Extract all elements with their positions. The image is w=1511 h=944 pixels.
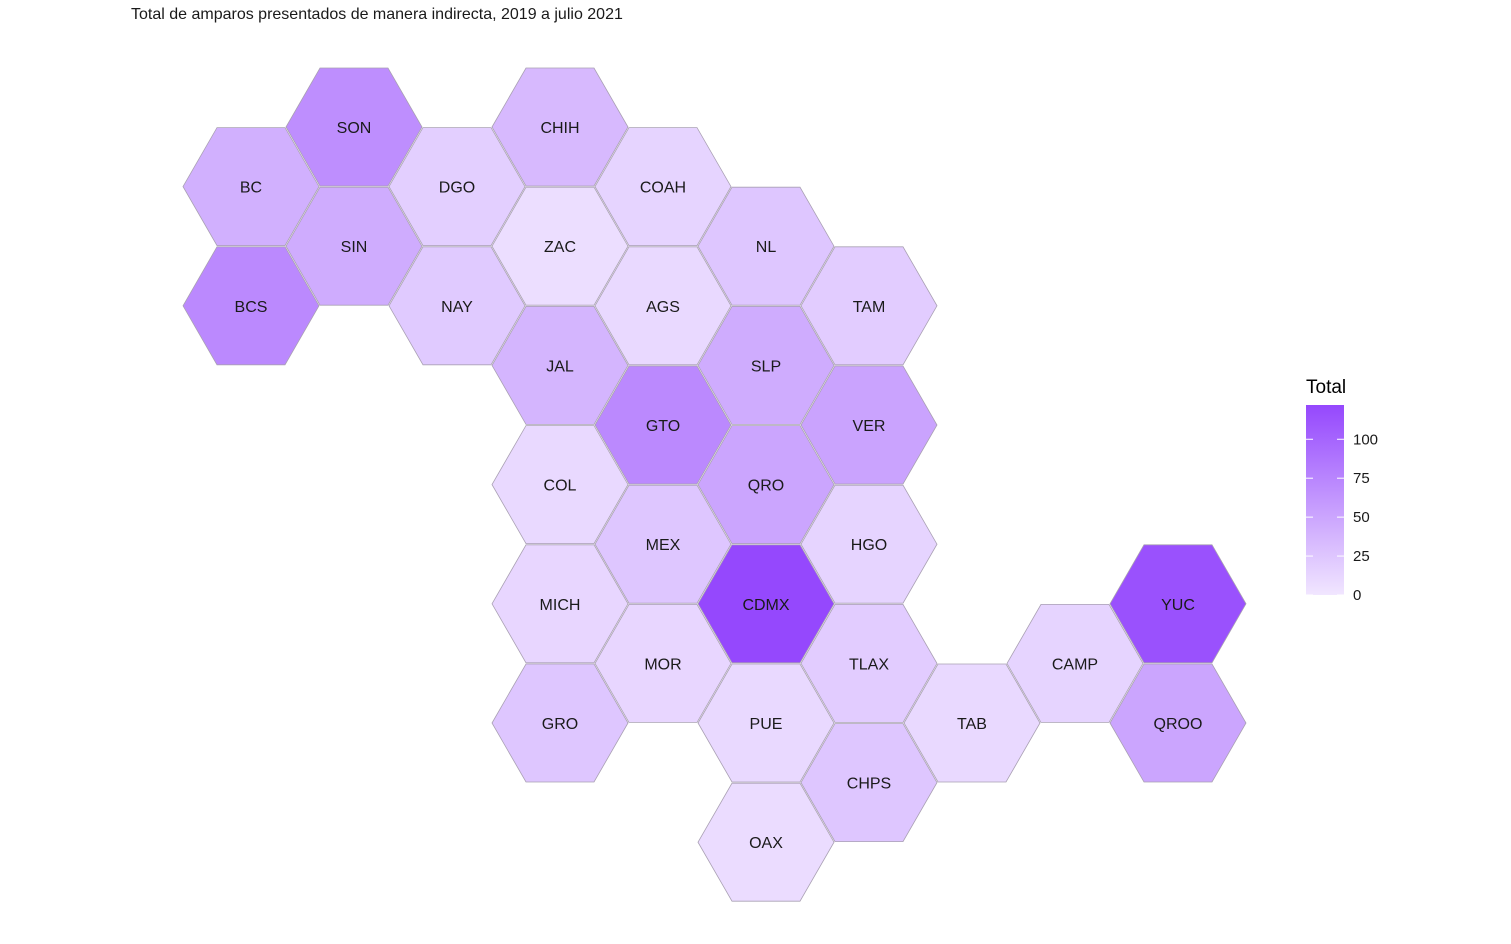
legend-tick-label: 50 xyxy=(1353,509,1370,526)
hex-label-hgo: HGO xyxy=(851,537,887,554)
legend-tick-label: 0 xyxy=(1353,587,1361,604)
hex-label-bcs: BCS xyxy=(235,299,268,316)
hex-label-sin: SIN xyxy=(341,239,368,256)
hex-oax xyxy=(697,782,835,902)
hex-sin xyxy=(285,186,423,306)
hex-label-ags: AGS xyxy=(646,299,680,316)
hex-label-mex: MEX xyxy=(646,537,681,554)
hex-label-gto: GTO xyxy=(646,418,680,435)
hex-tab xyxy=(903,663,1041,783)
hex-label-oax: OAX xyxy=(749,835,783,852)
hex-label-mich: MICH xyxy=(540,597,581,614)
chart-title: Total de amparos presentados de manera i… xyxy=(131,6,623,23)
hex-label-yuc: YUC xyxy=(1161,597,1195,614)
hex-col xyxy=(491,425,629,544)
legend-tick-label: 100 xyxy=(1353,431,1378,448)
hex-nl xyxy=(697,186,835,306)
hex-mich xyxy=(491,544,629,664)
hex-label-nay: NAY xyxy=(441,299,473,316)
legend-ticks: 0 25 50 75 100 xyxy=(1306,431,1378,604)
hex-label-qroo: QROO xyxy=(1154,716,1203,733)
hex-tlax xyxy=(800,604,938,723)
legend-title: Total xyxy=(1306,377,1346,398)
hex-yuc xyxy=(1109,544,1247,664)
hex-son xyxy=(285,67,423,187)
hex-qroo xyxy=(1109,663,1247,783)
hex-label-jal: JAL xyxy=(546,358,574,375)
hex-slp xyxy=(697,305,835,425)
hex-dgo xyxy=(388,127,526,247)
hex-bc xyxy=(182,127,320,247)
hex-label-qro: QRO xyxy=(748,478,784,495)
hex-hgo xyxy=(800,484,938,604)
hex-ags xyxy=(594,246,732,366)
hex-coah xyxy=(594,127,732,247)
legend-colorbar xyxy=(1306,405,1344,595)
legend-tick-label: 25 xyxy=(1353,548,1370,565)
hex-label-camp: CAMP xyxy=(1052,656,1098,673)
hex-label-nl: NL xyxy=(756,239,777,256)
hex-label-chps: CHPS xyxy=(847,776,891,793)
hex-label-son: SON xyxy=(337,120,372,137)
hex-chps xyxy=(800,723,938,842)
hex-label-mor: MOR xyxy=(644,656,681,673)
hex-tam xyxy=(800,246,938,366)
hex-label-gro: GRO xyxy=(542,716,578,733)
hex-zac xyxy=(491,186,629,306)
legend-tick-label: 75 xyxy=(1353,470,1370,487)
hex-gto xyxy=(594,365,732,485)
hex-camp xyxy=(1006,604,1144,723)
hex-label-coah: COAH xyxy=(640,180,686,197)
hex-label-pue: PUE xyxy=(750,716,783,733)
hex-ver xyxy=(800,365,938,485)
hex-label-cdmx: CDMX xyxy=(742,597,789,614)
hex-label-tlax: TLAX xyxy=(849,656,889,673)
hex-qro xyxy=(697,425,835,544)
hex-label-tab: TAB xyxy=(957,716,987,733)
hex-label-ver: VER xyxy=(853,418,886,435)
legend: Total 0 25 50 75 100 xyxy=(1306,377,1378,604)
hex-label-dgo: DGO xyxy=(439,180,475,197)
hex-mex xyxy=(594,484,732,604)
hex-label-zac: ZAC xyxy=(544,239,576,256)
hex-label-tam: TAM xyxy=(853,299,886,316)
hex-label-bc: BC xyxy=(240,180,262,197)
hex-bcs xyxy=(182,246,320,366)
hex-mor xyxy=(594,604,732,723)
hex-label-chih: CHIH xyxy=(540,120,579,137)
hex-layer: SON CHIH BC DGO COAH SIN ZAC NL BCS NAY AGS TAM JAL S… xyxy=(182,67,1247,902)
hex-gro xyxy=(491,663,629,783)
hex-cdmx xyxy=(697,544,835,664)
hex-nay xyxy=(388,246,526,366)
hex-jal xyxy=(491,305,629,425)
hex-pue xyxy=(697,663,835,783)
hex-label-col: COL xyxy=(544,478,577,495)
hex-chih xyxy=(491,67,629,187)
hex-label-slp: SLP xyxy=(751,358,781,375)
